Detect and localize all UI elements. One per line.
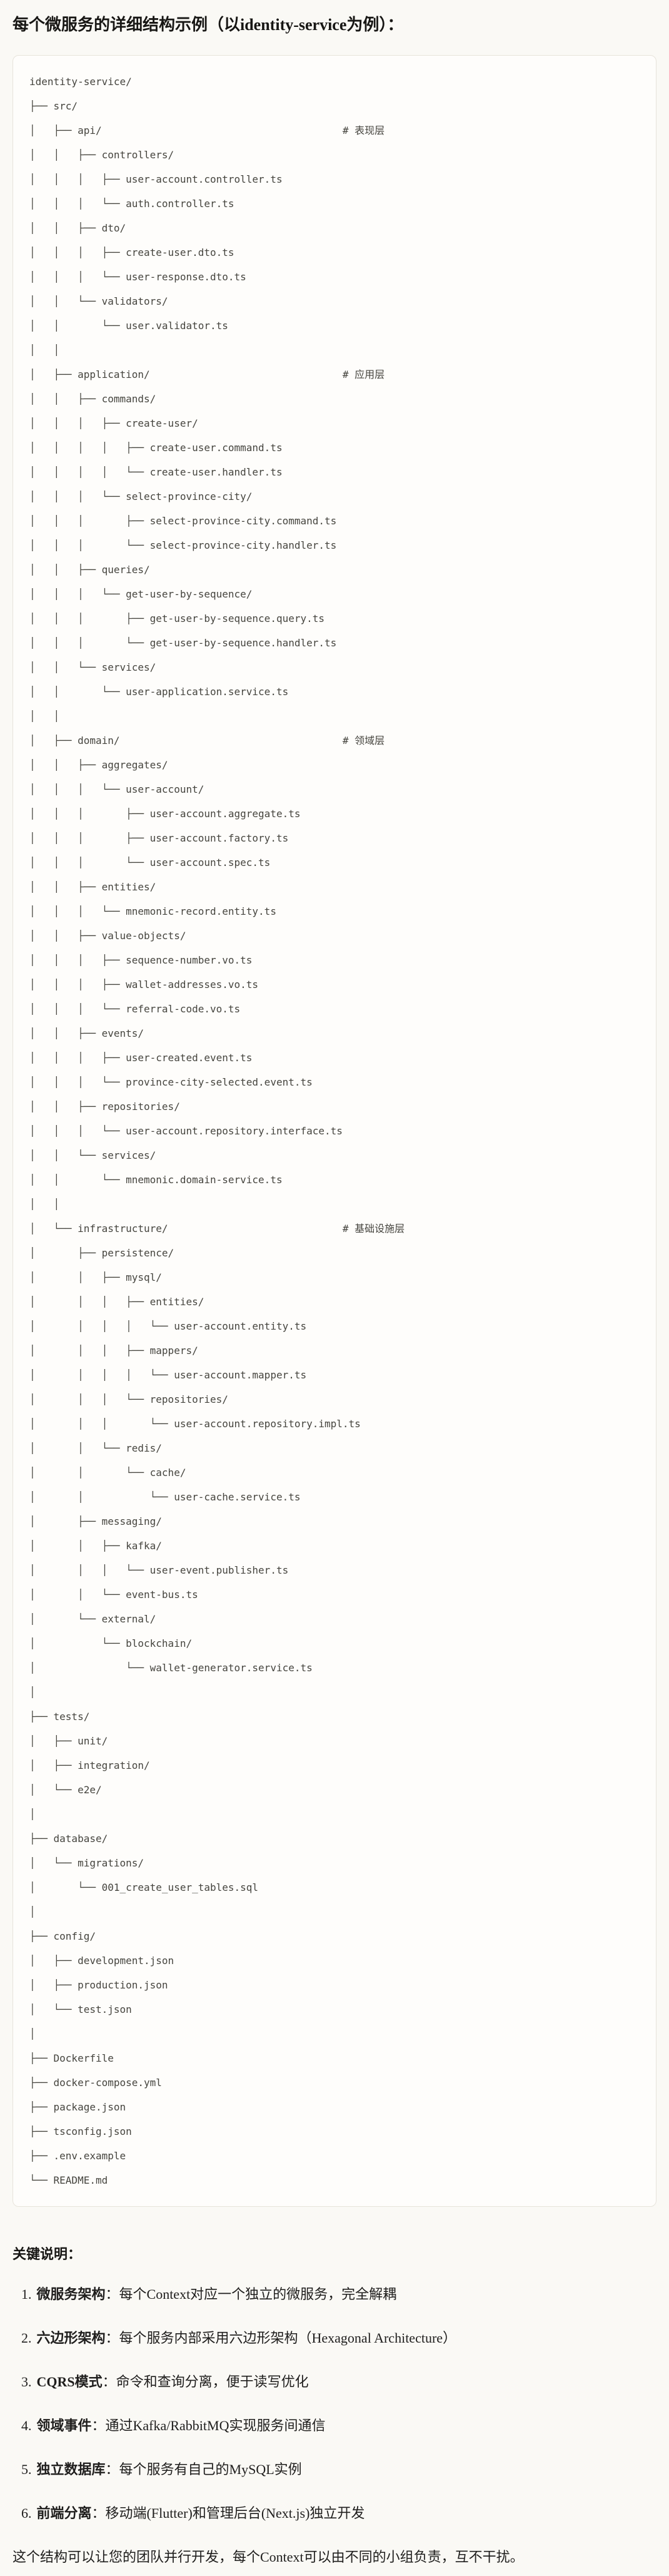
note-text: ：移动端(Flutter)和管理后台(Next.js)独立开发 <box>91 2505 365 2521</box>
note-number: 3. <box>21 2374 32 2390</box>
note-number: 4. <box>21 2418 32 2433</box>
note-text: ：每个Context对应一个独立的微服务，完全解耦 <box>105 2286 397 2302</box>
note-term: 微服务架构 <box>36 2286 106 2302</box>
note-term: 前端分离 <box>36 2505 92 2521</box>
note-term: 六边形架构 <box>36 2330 106 2346</box>
note-text: ：通过Kafka/RabbitMQ实现服务间通信 <box>91 2418 326 2433</box>
note-item: 1.微服务架构：每个Context对应一个独立的微服务，完全解耦 <box>21 2284 656 2304</box>
page-title: 每个微服务的详细结构示例（以identity-service为例）： <box>13 16 404 34</box>
note-number: 6. <box>21 2505 32 2521</box>
note-term: CQRS模式 <box>36 2374 103 2390</box>
note-term: 领域事件 <box>36 2418 92 2433</box>
notes-list: 1.微服务架构：每个Context对应一个独立的微服务，完全解耦 2.六边形架构… <box>13 2284 656 2523</box>
note-item: 5.独立数据库：每个服务有自己的MySQL实例 <box>21 2460 656 2480</box>
note-item: 3.CQRS模式：命令和查询分离，便于读写优化 <box>21 2372 656 2392</box>
note-text: ：每个服务有自己的MySQL实例 <box>105 2461 302 2477</box>
notes-heading: 关键说明： <box>13 2246 82 2262</box>
note-item: 4. 领域事件：通过Kafka/RabbitMQ实现服务间通信 <box>21 2416 656 2436</box>
note-number: 2. <box>21 2330 32 2346</box>
note-text: ：命令和查询分离，便于读写优化 <box>102 2374 309 2390</box>
document: 每个微服务的详细结构示例（以identity-service为例）： ident… <box>13 15 656 2567</box>
code-block-text: identity-service/ ├── src/ │ ├── api/ # … <box>29 76 405 2186</box>
code-block: identity-service/ ├── src/ │ ├── api/ # … <box>13 55 656 2207</box>
note-number: 1. <box>21 2286 32 2302</box>
note-term: 独立数据库 <box>36 2461 106 2477</box>
note-number: 5. <box>21 2461 32 2477</box>
footer-note: 这个结构可以让您的团队并行开发，每个Context可以由不同的小组负责，互不干扰… <box>13 2549 524 2565</box>
note-item: 2.六边形架构：每个服务内部采用六边形架构（Hexagonal Architec… <box>21 2328 656 2348</box>
note-item: 6.前端分离：移动端(Flutter)和管理后台(Next.js)独立开发 <box>21 2503 656 2523</box>
note-text: ：每个服务内部采用六边形架构（Hexagonal Architecture） <box>105 2330 457 2346</box>
